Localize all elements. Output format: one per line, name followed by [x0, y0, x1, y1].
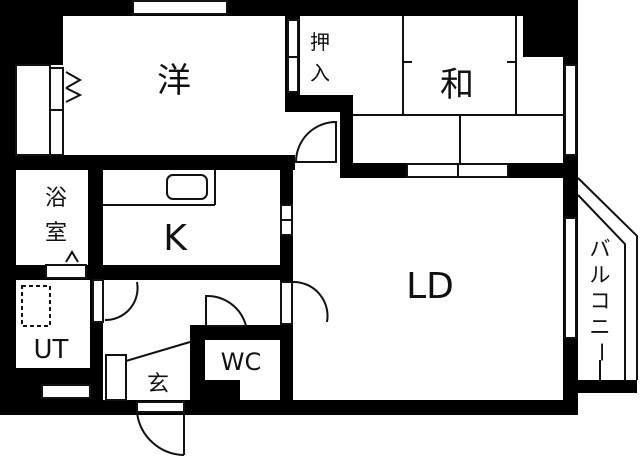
- door-swing: [104, 281, 139, 322]
- label-balcony-5: ー: [589, 342, 613, 363]
- label-bathroom-1: 浴: [45, 186, 67, 211]
- label-closet-2: 入: [310, 61, 330, 85]
- label-japanese-room: 和: [440, 65, 474, 105]
- label-utility: UT: [34, 335, 69, 365]
- door-swing: [205, 294, 248, 327]
- washer-pan-icon: [21, 285, 51, 327]
- label-western-room: 洋: [157, 61, 191, 101]
- label-kitchen: K: [163, 218, 188, 259]
- interior-lines: [15, 16, 638, 456]
- label-balcony-2: ル: [590, 263, 611, 287]
- label-living-dining: LD: [406, 266, 454, 307]
- windows: [41, 0, 577, 413]
- label-closet-1: 押: [310, 30, 330, 54]
- label-toilet: WC: [221, 348, 262, 376]
- door-swing: [294, 120, 337, 163]
- label-bathroom-2: 室: [45, 221, 67, 246]
- floor-areas: [16, 16, 563, 400]
- label-entrance: 玄: [147, 372, 169, 397]
- door-swing: [292, 280, 329, 323]
- label-balcony-1: バ: [590, 237, 611, 261]
- room-labels: 洋 押 入 和 浴 室 K LD UT WC 玄 バ ル コ ニ ー: [34, 30, 613, 397]
- vent-icon: [65, 250, 79, 263]
- label-balcony-3: コ: [590, 289, 611, 313]
- label-balcony-4: ニ: [590, 315, 611, 339]
- sink-icon: [166, 174, 208, 200]
- entrance-door-swing: [136, 411, 185, 456]
